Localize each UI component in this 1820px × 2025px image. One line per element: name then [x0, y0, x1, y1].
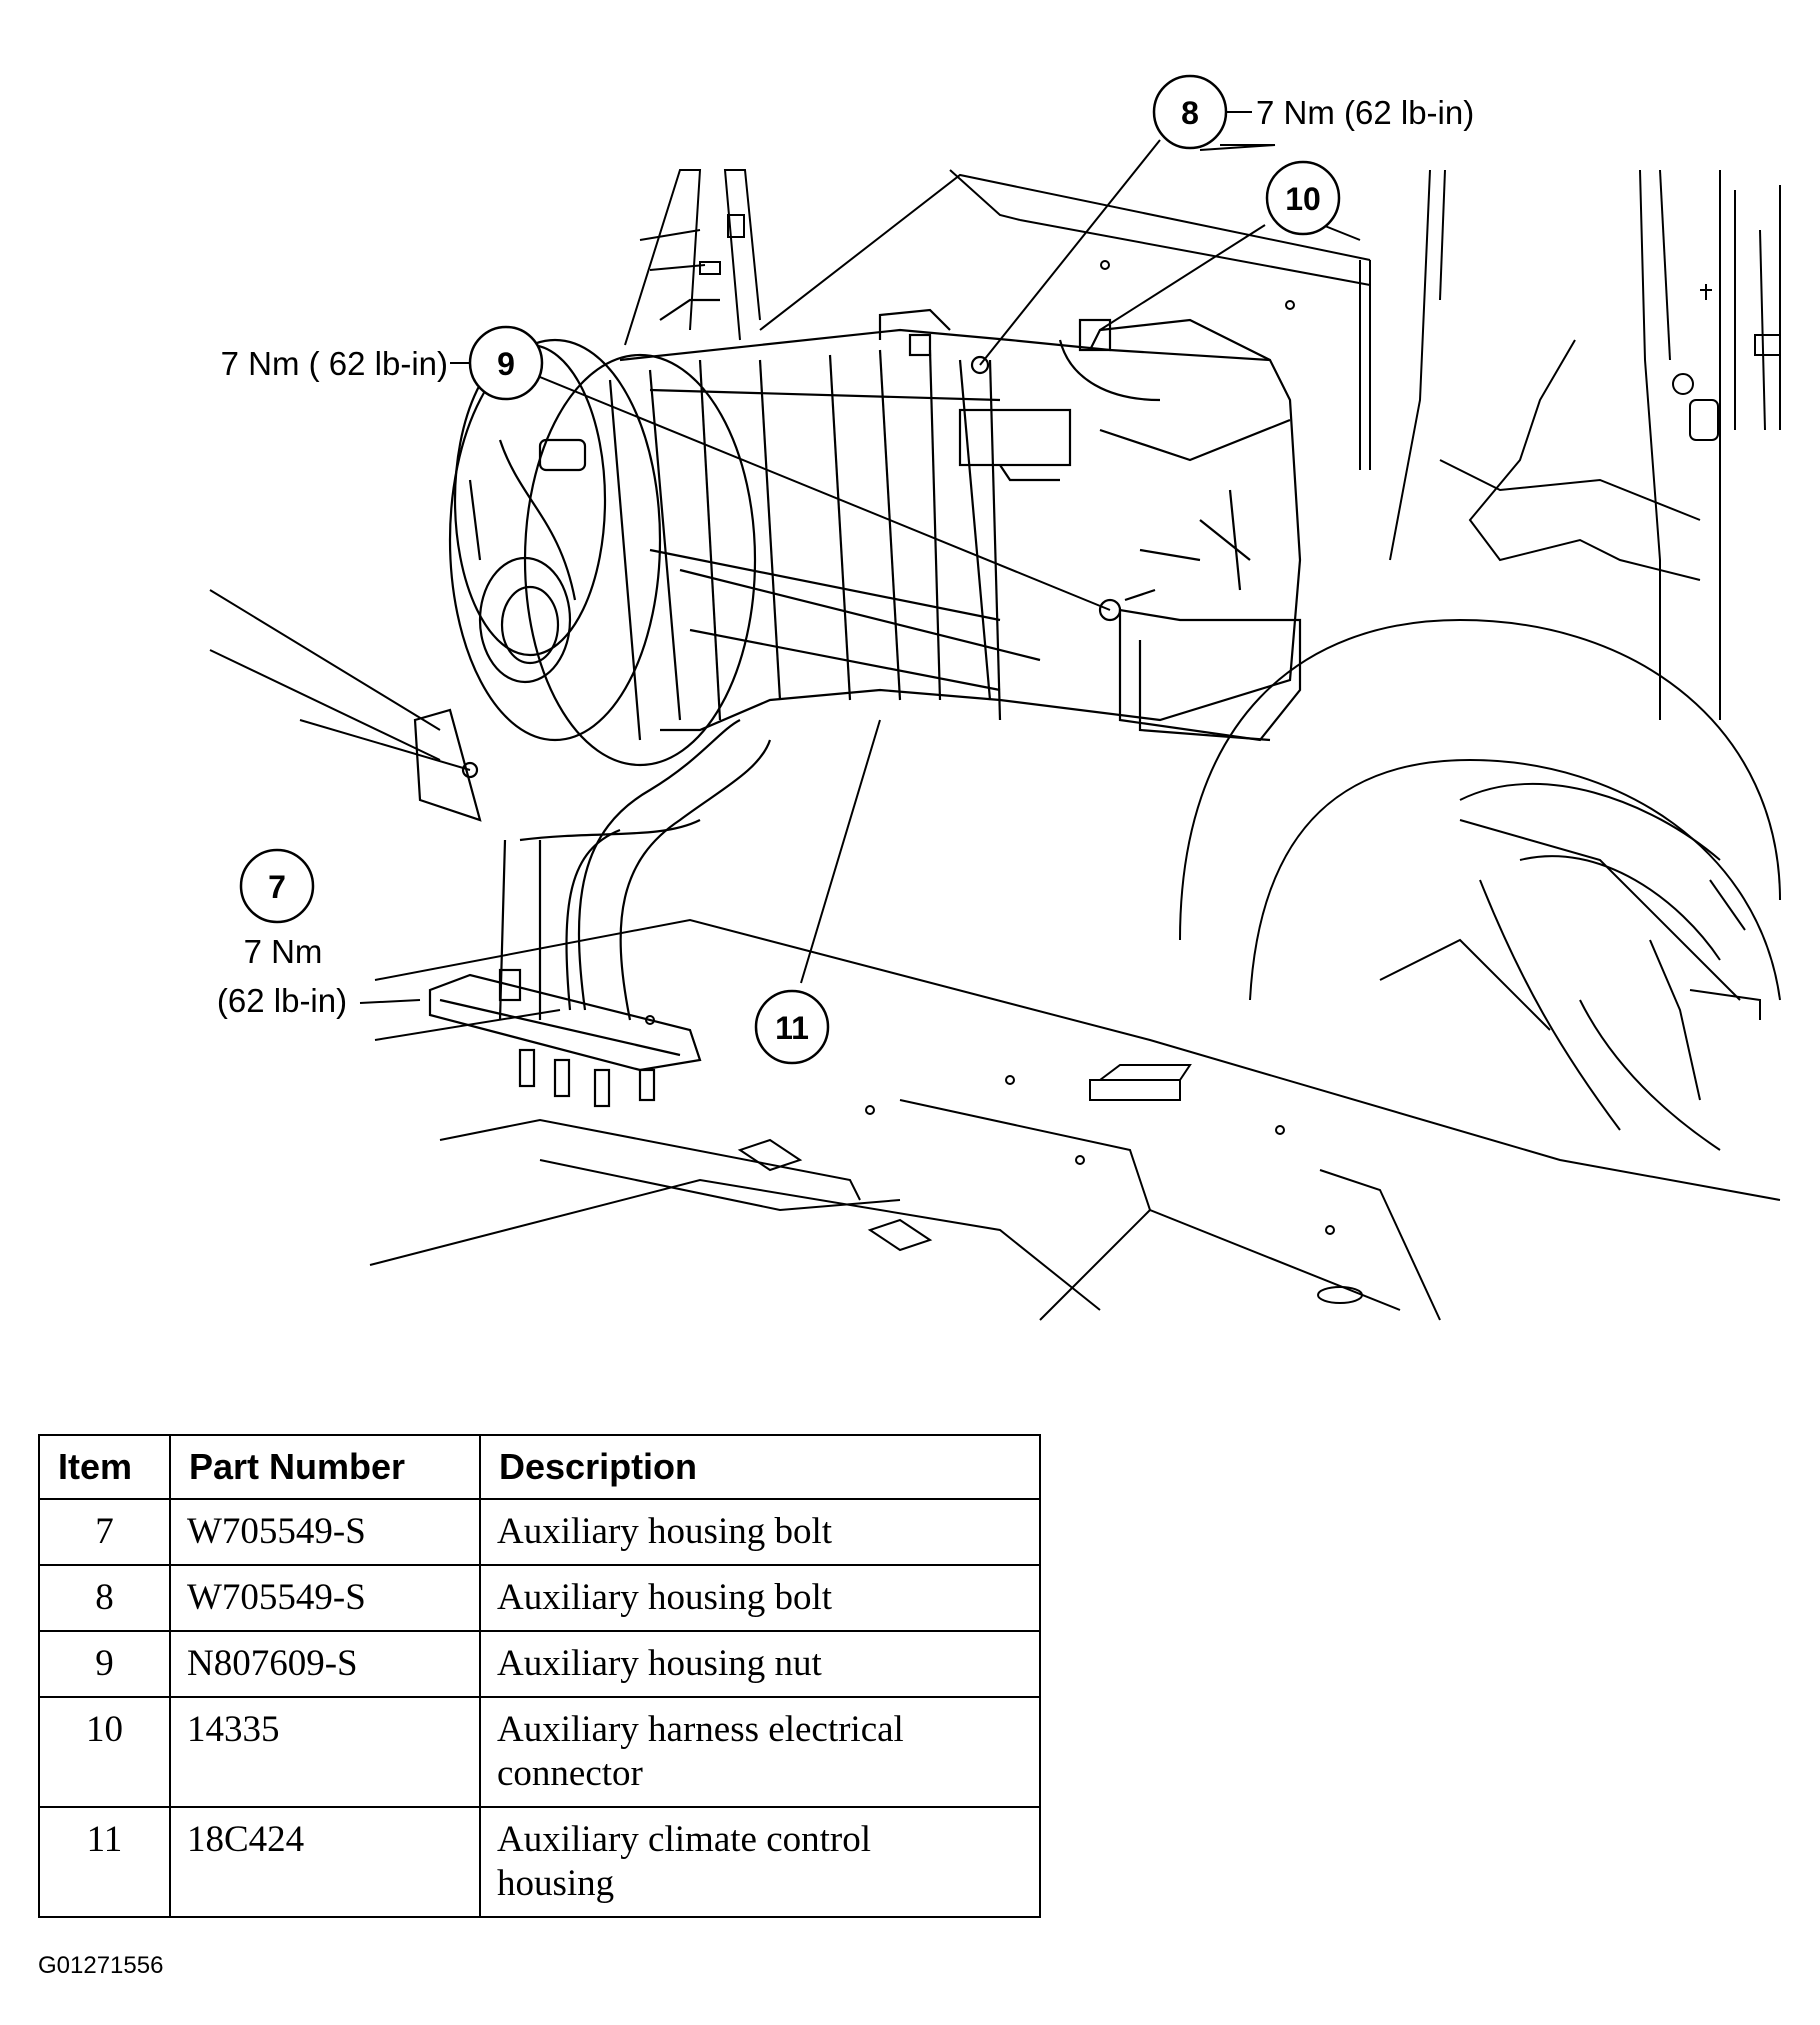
part-number-cell: W705549-S	[169, 1564, 481, 1632]
description-cell: Auxiliary housing nut	[479, 1630, 1041, 1698]
callout-7: 7 7 Nm (62 lb-in)	[217, 848, 347, 1019]
torque-spec-line2: (62 lb-in)	[217, 982, 347, 1019]
figure-id: G01271556	[38, 1952, 164, 1979]
callout-8: 8 7 Nm (62 lb-in)	[1152, 74, 1474, 150]
callout-11: 11	[754, 989, 830, 1065]
callout-number: 8	[1181, 95, 1199, 131]
table-header-row: Item Part Number Description	[38, 1434, 1041, 1500]
description-line1: Auxiliary housing bolt	[497, 1577, 833, 1618]
item-cell: 8	[38, 1564, 171, 1632]
callout-10: 10	[1265, 160, 1341, 236]
callout-number: 7	[268, 869, 286, 905]
column-header-part-number: Part Number	[169, 1434, 481, 1500]
hvac-assembly-diagram: 8 7 Nm (62 lb-in) 10 9 7 Nm ( 62 lb-in) …	[209, 74, 1781, 1321]
parts-table: Item Part Number Description 7 W705549-S…	[38, 1434, 1041, 1918]
description-line2: housing	[497, 1863, 615, 1904]
vehicle-body-linework	[209, 169, 1781, 1321]
table-row: 7 W705549-S Auxiliary housing bolt	[38, 1498, 1041, 1566]
item-cell: 11	[38, 1806, 171, 1918]
callout-circle	[754, 989, 830, 1065]
callout-number: 11	[775, 1010, 809, 1046]
description-cell: Auxiliary housing bolt	[479, 1498, 1041, 1566]
item-cell: 9	[38, 1630, 171, 1698]
description-line2: connector	[497, 1753, 643, 1794]
description-line1: Auxiliary housing nut	[497, 1643, 822, 1684]
description-line1: Auxiliary climate control	[497, 1819, 871, 1860]
column-header-description: Description	[479, 1434, 1041, 1500]
column-header-item: Item	[38, 1434, 171, 1500]
leader-lines	[299, 139, 1361, 1004]
callout-circle	[1265, 160, 1341, 236]
torque-spec-line1: 7 Nm	[244, 933, 323, 970]
torque-spec: 7 Nm ( 62 lb-in)	[221, 345, 448, 382]
table-row: 9 N807609-S Auxiliary housing nut	[38, 1630, 1041, 1698]
description-line1: Auxiliary housing bolt	[497, 1511, 833, 1552]
callout-number: 10	[1285, 181, 1321, 217]
callout-number: 9	[497, 346, 515, 382]
description-line1: Auxiliary harness electrical	[497, 1709, 904, 1750]
part-number-cell: 18C424	[169, 1806, 481, 1918]
callout-9: 9 7 Nm ( 62 lb-in)	[221, 325, 544, 401]
part-number-cell: N807609-S	[169, 1630, 481, 1698]
callout-circle	[239, 848, 315, 924]
torque-spec: 7 Nm (62 lb-in)	[1256, 94, 1474, 131]
auxiliary-climate-control-housing	[413, 298, 1302, 1108]
table-row: 8 W705549-S Auxiliary housing bolt	[38, 1564, 1041, 1632]
part-number-cell: W705549-S	[169, 1498, 481, 1566]
part-number-cell: 14335	[169, 1696, 481, 1808]
description-cell: Auxiliary housing bolt	[479, 1564, 1041, 1632]
item-cell: 10	[38, 1696, 171, 1808]
item-cell: 7	[38, 1498, 171, 1566]
